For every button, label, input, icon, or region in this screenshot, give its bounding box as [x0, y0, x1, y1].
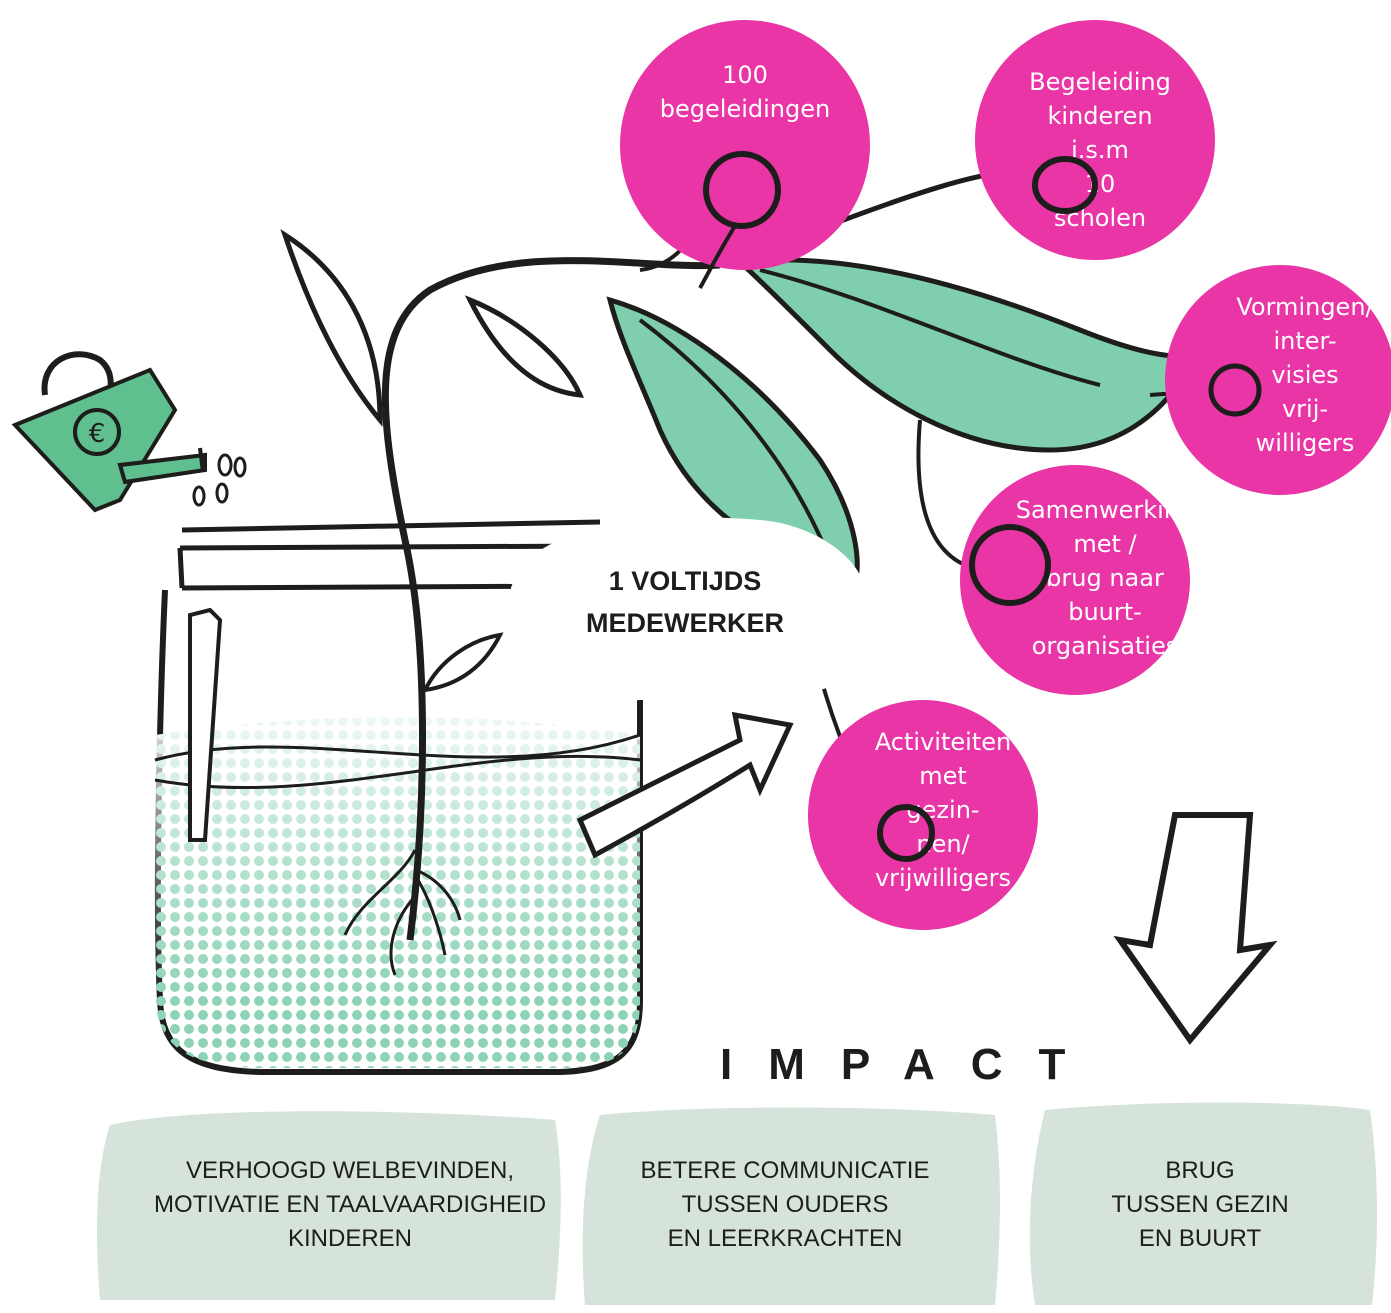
impact-box-2-bg: [582, 1107, 1000, 1305]
impact-box-communicatie: BETERE COMMUNICATIE TUSSEN OUDERS EN LEE…: [640, 1157, 930, 1252]
bubble-text: Samenwerking met / brug naar buurt- orga…: [1015, 496, 1195, 660]
impact-box-1-bg: [97, 1111, 561, 1300]
bubble-activiteiten: Activiteiten met gezin- nen/ vrijwillige…: [808, 700, 1038, 930]
bubble-connector-icon: [877, 804, 935, 862]
bubble-scholen: Begeleiding kinderen i.s.m 10 scholen: [975, 20, 1215, 260]
bubble-samenwerking: Samenwerking met / brug naar buurt- orga…: [960, 465, 1194, 695]
bubble-text: 100 begeleidingen: [659, 61, 831, 123]
impact-box-welbevinden: VERHOOGD WELBEVINDEN, MOTIVATIE EN TAALV…: [153, 1157, 547, 1252]
center-cloud: [506, 517, 870, 701]
bubble-begeleidingen: 100 begeleidingen: [620, 20, 870, 289]
bubble-text: Begeleiding kinderen i.s.m 10 scholen: [1029, 68, 1171, 232]
euro-icon: €: [73, 408, 121, 456]
bubble-connector-icon: [1032, 156, 1098, 214]
bubble-text: Activiteiten met gezin- nen/ vrijwillige…: [874, 728, 1012, 892]
svg-text:€: €: [89, 419, 106, 449]
bubble-connector-icon: [698, 151, 781, 289]
plant: [280, 167, 1216, 976]
arrow-right: [576, 711, 794, 859]
bubble-vormingen: Vormingen/ inter- visies vrij- willigers: [1165, 265, 1391, 495]
bubble-text: Vormingen/ inter- visies vrij- willigers: [1236, 293, 1374, 457]
impact-box-3-bg: [1029, 1102, 1377, 1305]
arrow-down: [1113, 812, 1278, 1045]
impact-title: IMPACT: [720, 1040, 1102, 1089]
bubble-connector-icon: [969, 524, 1051, 606]
impact-box-brug: BRUG TUSSEN GEZIN EN BUURT: [1111, 1157, 1289, 1252]
center-label: 1 VOLTIJDS MEDEWERKER: [585, 566, 784, 638]
watering-can-icon: [11, 351, 247, 513]
jar: [154, 519, 643, 1075]
bubble-connector-icon: [1208, 363, 1262, 417]
